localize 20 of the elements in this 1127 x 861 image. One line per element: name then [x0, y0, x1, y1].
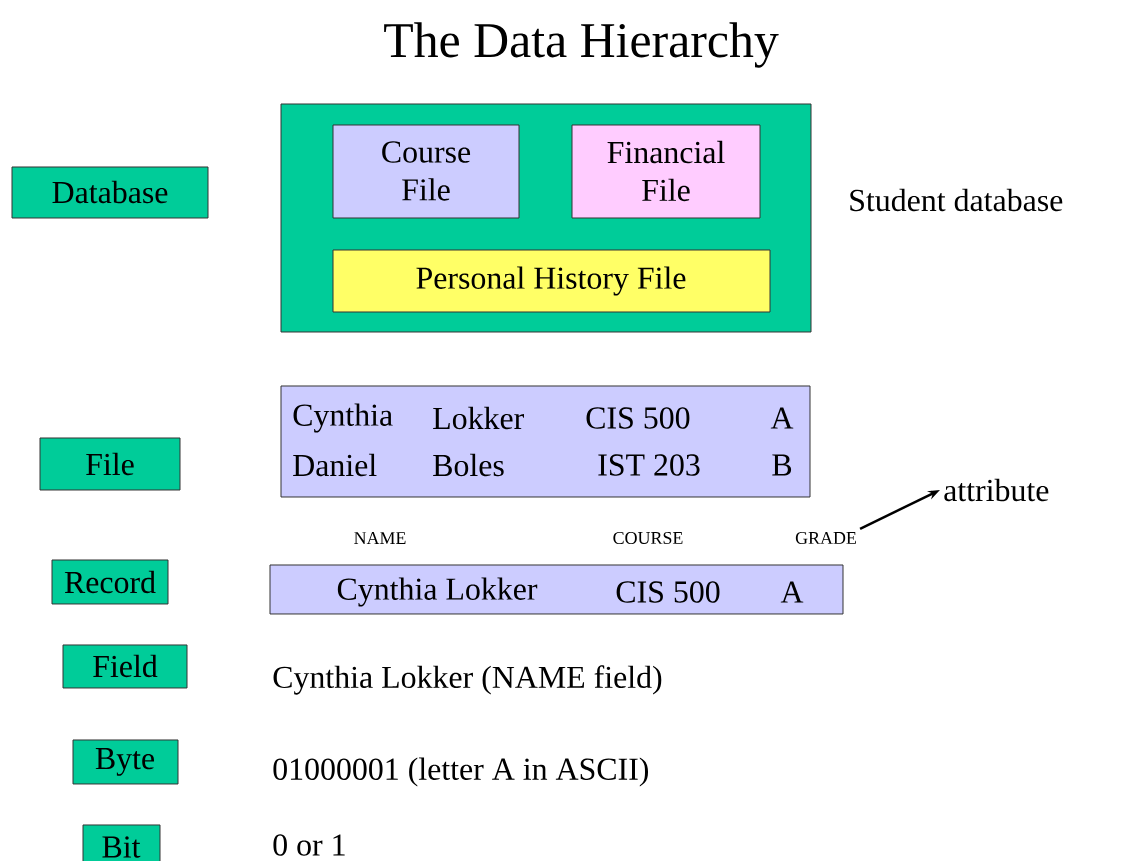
title: The Data Hierarchy — [384, 22, 779, 68]
example-text: Cynthia Lokker (NAME field) — [273, 665, 662, 695]
level-label: Record — [51, 559, 169, 605]
level-label: Byte — [72, 739, 179, 785]
level-label: Field — [62, 644, 188, 689]
file-box: Personal History File — [332, 249, 771, 313]
column-heading: GRADE — [795, 531, 856, 544]
level-label: Bit — [82, 824, 161, 861]
table-box: Cynthia Lokker CIS 500 A Daniel Boles IST 203 B — [280, 385, 811, 498]
level-label: File — [39, 437, 181, 491]
file-box: Financial File — [571, 124, 761, 219]
column-heading: NAME — [354, 532, 406, 544]
attribute-text: attribute — [944, 478, 1049, 502]
level-label: Database — [11, 166, 209, 219]
example-text: 01000001 (letter A in ASCII) — [273, 757, 648, 787]
column-heading: COURSE — [613, 531, 683, 544]
file-box: Course File — [332, 124, 520, 219]
caption-text: Student database — [850, 188, 1063, 212]
example-text: 0 or 1 — [273, 834, 345, 856]
record-box: Cynthia Lokker CIS 500 A — [269, 564, 844, 615]
